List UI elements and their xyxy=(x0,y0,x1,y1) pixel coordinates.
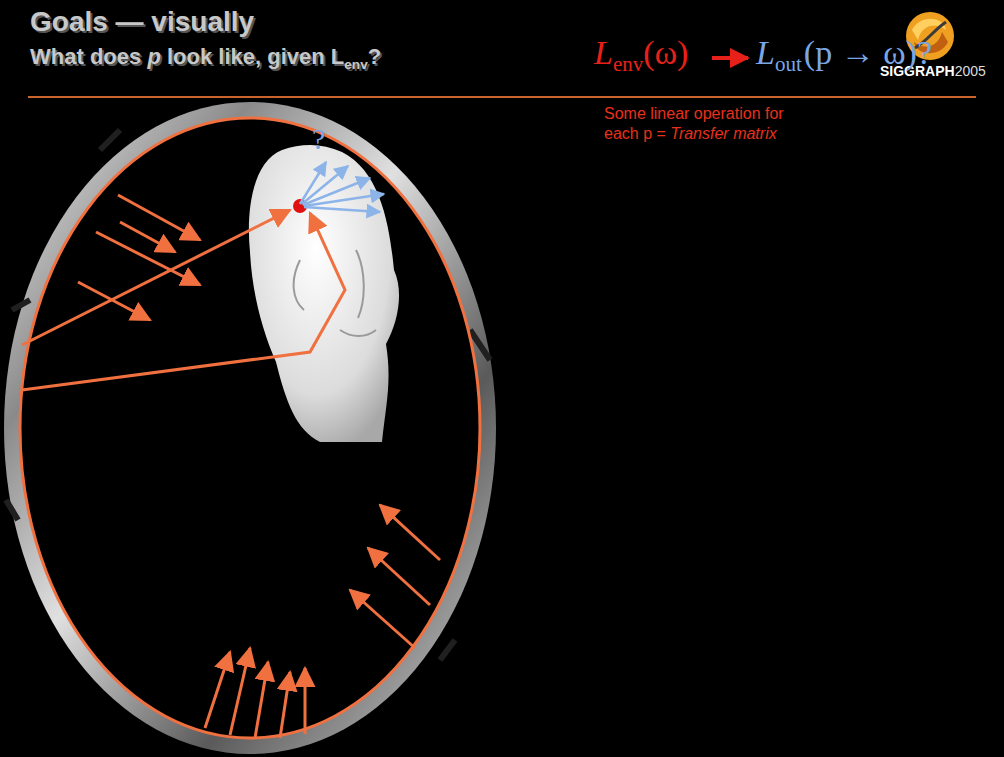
text-group: Goals — visually xyxy=(30,6,254,38)
text-group: ? xyxy=(312,122,325,156)
slide-title: Goals — visually xyxy=(30,6,254,37)
label-text: p xyxy=(147,44,160,69)
label-text: env xyxy=(344,57,367,72)
text-group: Lout(p → ω)? xyxy=(756,34,932,77)
text-group: What doesp look like, given Lenv? xyxy=(30,44,381,72)
label-text: 2005 xyxy=(955,63,986,79)
label-text: ? xyxy=(368,44,381,69)
formula-arrow xyxy=(712,56,748,60)
header-rule xyxy=(28,96,976,98)
environment-sphere xyxy=(4,102,496,754)
label-text: Transfer matrix xyxy=(670,125,776,142)
label-text: L xyxy=(756,34,775,71)
label-text: ? xyxy=(312,122,325,155)
text-group: Some linear operation for each p =Transf… xyxy=(604,104,814,144)
label-text: env xyxy=(613,52,643,76)
label-text: look like, given L xyxy=(167,44,344,69)
head-bust xyxy=(249,145,399,442)
text-group: Lenv(ω) xyxy=(594,34,688,77)
label-text: out xyxy=(775,52,802,76)
label-text: What does xyxy=(30,44,141,69)
label-text: L xyxy=(594,34,613,71)
label-text: (p → ω)? xyxy=(804,34,932,71)
label-text: (ω) xyxy=(643,34,688,71)
light-rays xyxy=(22,195,440,738)
outgoing-rays xyxy=(300,162,384,212)
